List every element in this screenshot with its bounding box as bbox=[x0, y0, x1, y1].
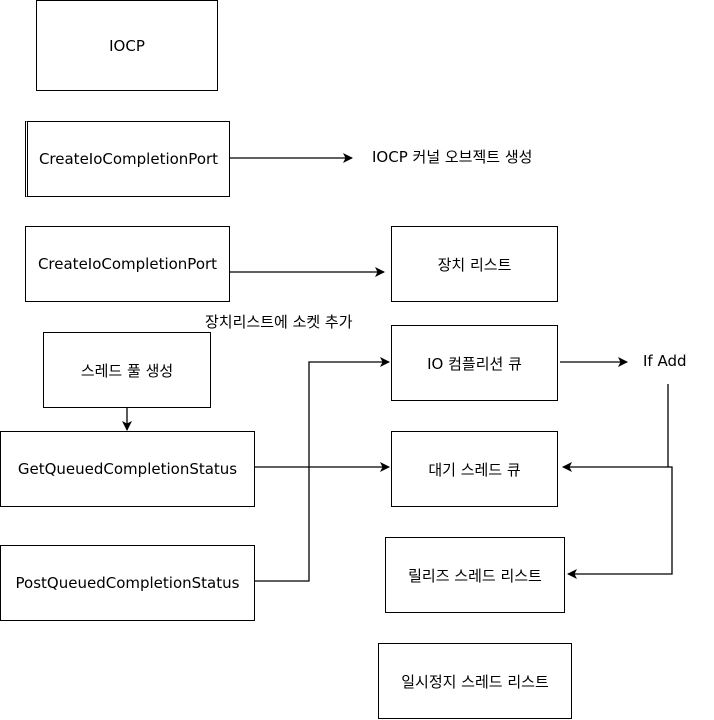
label-kernel-object: IOCP 커널 오브젝트 생성 bbox=[372, 148, 533, 166]
node-iocp[interactable]: IOCP bbox=[36, 0, 218, 91]
arrow-post-queued-to-io-completion-queue bbox=[255, 357, 390, 582]
node-create-io-completion-port-2[interactable]: CreateIoCompletionPort bbox=[25, 226, 230, 302]
arrow-if-add-to-wait-thread-queue bbox=[562, 384, 669, 472]
label-add-socket: 장치리스트에 소켓 추가 bbox=[205, 313, 353, 331]
label-if-add: If Add bbox=[643, 352, 687, 370]
node-thread-pool[interactable]: 스레드 풀 생성 bbox=[43, 332, 211, 408]
node-get-queued-completion-status[interactable]: GetQueuedCompletionStatus bbox=[0, 431, 255, 507]
node-post-queued-completion-status[interactable]: PostQueuedCompletionStatus bbox=[0, 545, 255, 621]
node-paused-thread-list[interactable]: 일시정지 스레드 리스트 bbox=[378, 643, 572, 719]
node-device-list[interactable]: 장치 리스트 bbox=[391, 226, 558, 302]
arrow-to-release-thread-list bbox=[567, 466, 673, 579]
node-release-thread-list[interactable]: 릴리즈 스레드 리스트 bbox=[385, 537, 565, 613]
node-wait-thread-queue[interactable]: 대기 스레드 큐 bbox=[391, 431, 558, 507]
node-create-io-completion-port-1[interactable]: CreateIoCompletionPort bbox=[25, 121, 230, 197]
node-io-completion-queue[interactable]: IO 컴플리션 큐 bbox=[391, 325, 558, 401]
